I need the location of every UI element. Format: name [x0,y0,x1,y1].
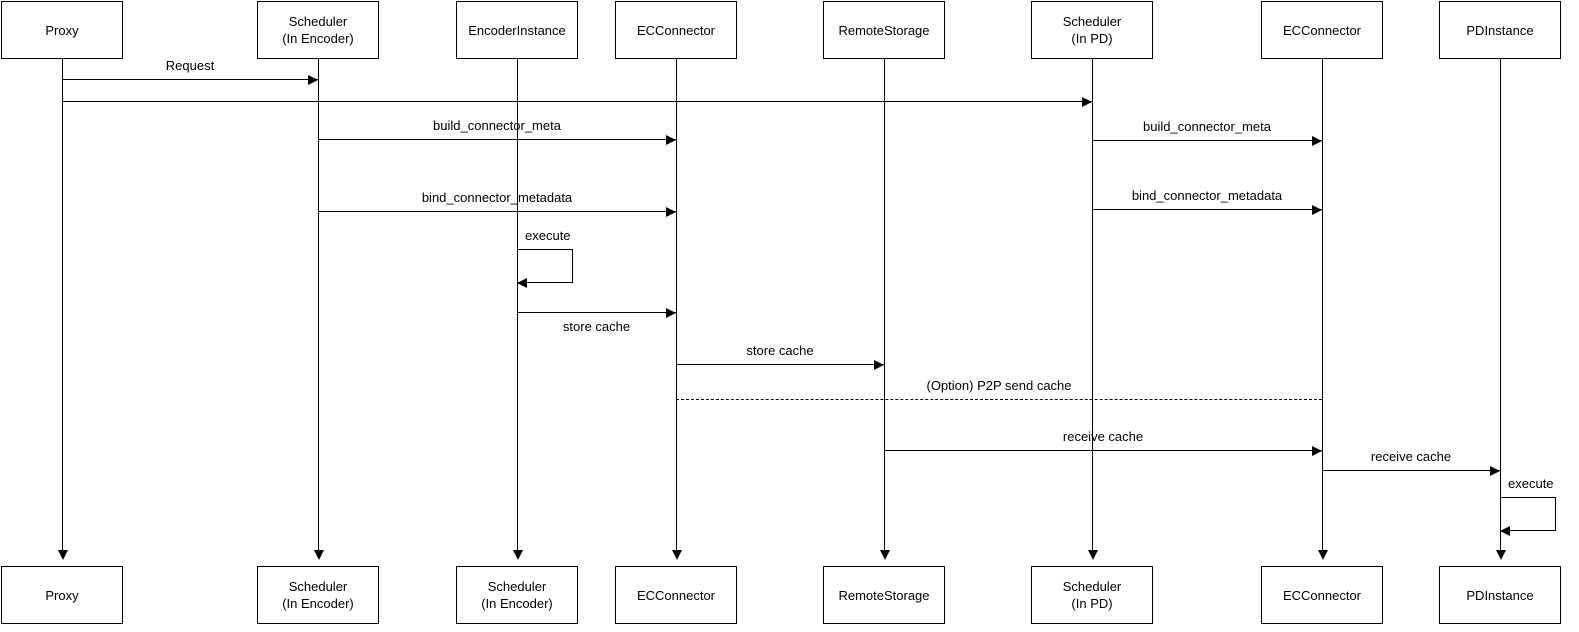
arrowhead-m12 [1490,466,1500,476]
message-line-m12 [1322,470,1500,471]
message-line-m10 [676,399,1322,400]
participant-label-primary: Proxy [45,587,79,603]
participant-label-primary: RemoteStorage [838,22,930,38]
message-label-m4: build_connector_meta [1143,119,1271,134]
arrowhead-m13 [1500,526,1510,536]
lifeline-ecc_left [676,59,677,552]
participant-box-ecc_right-bottom: ECConnector [1261,566,1383,624]
participant-box-ecc_left-bottom: ECConnector [615,566,737,624]
self-message-loop-m13 [1500,497,1556,531]
participant-box-pd_inst-top: PDInstance [1439,1,1561,59]
participant-label-primary: Scheduler [288,14,348,29]
lifeline-enc_inst [517,59,518,552]
arrowhead-m6 [1312,205,1322,215]
message-label-m11: receive cache [1062,429,1144,444]
message-line-m4 [1092,140,1322,141]
lifeline-remote_store [884,59,885,552]
arrowhead-m4 [1312,136,1322,146]
message-label-m1: Request [165,58,215,73]
lifeline-arrowhead-enc_inst [513,550,523,560]
participant-label-primary: Proxy [45,22,79,38]
arrowhead-m11 [1312,446,1322,456]
message-label-m3: build_connector_meta [433,118,561,133]
arrowhead-m8 [666,308,676,318]
participant-label-primary: Scheduler [1062,579,1122,594]
message-label-m10: (Option) P2P send cache [926,378,1072,393]
participant-label-primary: ECConnector [636,22,716,38]
participant-box-sched_enc-bottom: Scheduler (In Encoder) [257,566,379,624]
lifeline-arrowhead-proxy [58,550,68,560]
participant-label-primary: RemoteStorage [838,587,930,603]
participant-label-primary: PDInstance [1466,22,1534,38]
participant-label-primary: Scheduler [1062,14,1122,29]
participant-box-ecc_right-top: ECConnector [1261,1,1383,59]
message-label-m7: execute [525,228,571,243]
message-line-m1 [62,79,318,80]
lifeline-arrowhead-sched_pd [1088,550,1098,560]
participant-label-secondary: (In Encoder) [481,596,553,611]
arrowhead-m5 [666,207,676,217]
message-line-m9 [676,364,884,365]
participant-label-primary: PDInstance [1466,587,1534,603]
message-line-m11 [884,450,1322,451]
message-line-m2 [62,101,1092,102]
participant-box-sched_enc-top: Scheduler (In Encoder) [257,1,379,59]
arrowhead-m7 [517,278,527,288]
participant-label-primary: EncoderInstance [468,22,566,38]
message-label-m6: bind_connector_metadata [1131,188,1283,203]
lifeline-pd_inst [1500,59,1501,552]
lifeline-sched_enc [318,59,319,552]
participant-label-primary: Scheduler [288,579,348,594]
participant-box-proxy-bottom: Proxy [1,566,123,624]
participant-label-primary: Scheduler [487,579,547,594]
lifeline-arrowhead-pd_inst [1496,550,1506,560]
arrowhead-m9 [874,360,884,370]
participant-box-sched_pd-bottom: Scheduler (In PD) [1031,566,1153,624]
participant-box-sched_pd-top: Scheduler (In PD) [1031,1,1153,59]
participant-label-primary: ECConnector [636,587,716,603]
participant-label-secondary: (In PD) [1071,596,1113,611]
arrowhead-m3 [666,135,676,145]
participant-box-enc_inst-bottom: Scheduler (In Encoder) [456,566,578,624]
participant-box-remote_store-bottom: RemoteStorage [823,566,945,624]
participant-box-pd_inst-bottom: PDInstance [1439,566,1561,624]
message-label-m8: store cache [562,319,631,334]
lifeline-arrowhead-ecc_right [1318,550,1328,560]
participant-label-secondary: (In PD) [1071,31,1113,46]
message-label-m5: bind_connector_metadata [421,190,573,205]
lifeline-sched_pd [1092,59,1093,552]
arrowhead-m1 [308,75,318,85]
participant-label-secondary: (In Encoder) [282,596,354,611]
message-line-m8 [517,312,676,313]
lifeline-arrowhead-sched_enc [314,550,324,560]
message-label-m12: receive cache [1370,449,1452,464]
participant-label-primary: ECConnector [1282,587,1362,603]
lifeline-proxy [62,59,63,552]
self-message-loop-m7 [517,249,573,283]
arrowhead-m2 [1082,97,1092,107]
participant-box-remote_store-top: RemoteStorage [823,1,945,59]
message-line-m6 [1092,209,1322,210]
lifeline-ecc_right [1322,59,1323,552]
participant-box-enc_inst-top: EncoderInstance [456,1,578,59]
message-label-m13: execute [1508,476,1554,491]
message-line-m5 [318,211,676,212]
lifeline-arrowhead-ecc_left [672,550,682,560]
participant-box-ecc_left-top: ECConnector [615,1,737,59]
participant-label-secondary: (In Encoder) [282,31,354,46]
participant-label-primary: ECConnector [1282,22,1362,38]
message-label-m9: store cache [746,343,814,358]
message-line-m3 [318,139,676,140]
lifeline-arrowhead-remote_store [880,550,890,560]
participant-box-proxy-top: Proxy [1,1,123,59]
